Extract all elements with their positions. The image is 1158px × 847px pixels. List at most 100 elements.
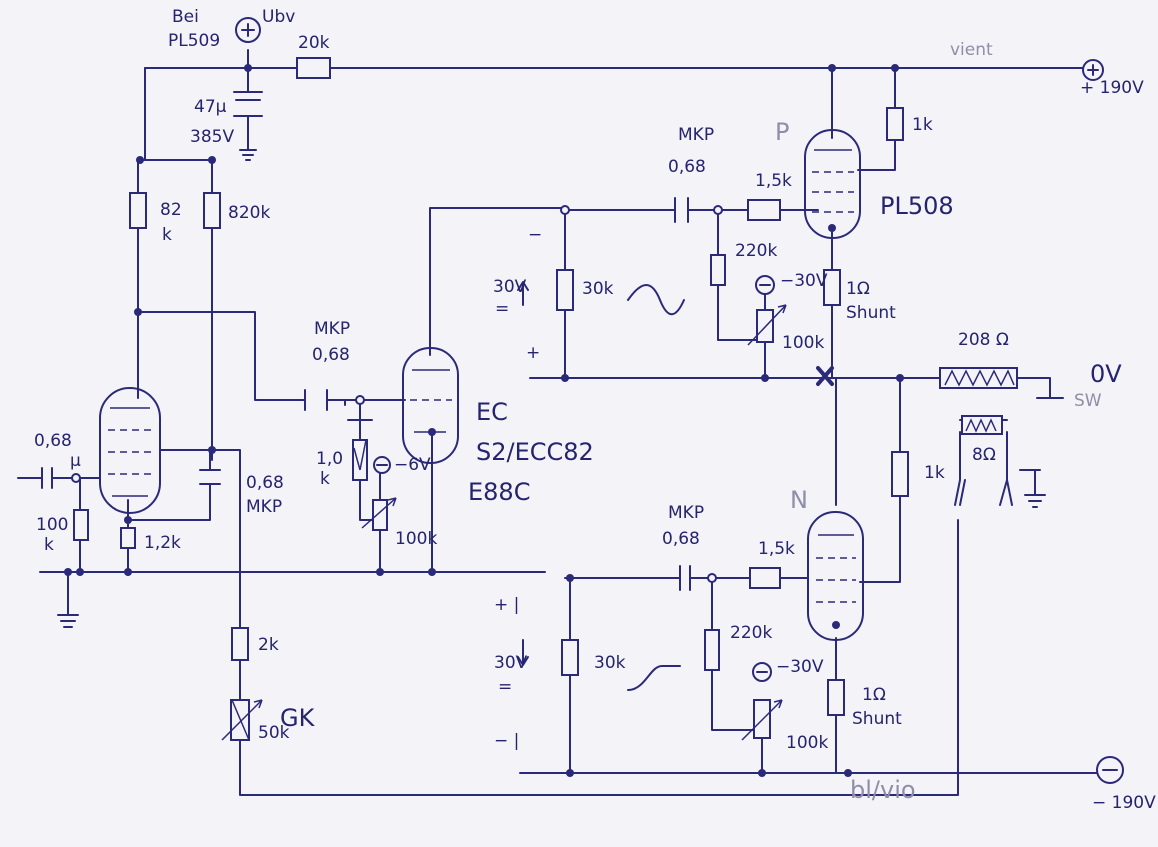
tube-pentode-input: [99, 387, 161, 514]
arrow-up-30v: [517, 281, 529, 306]
label-r-1-5k-bot: 1,5k: [758, 539, 795, 559]
resistor-1-2k: [120, 527, 136, 549]
resistor-220k-top: [710, 254, 726, 286]
label-r-1k-mid: 1k: [924, 463, 945, 483]
tubes: [99, 129, 864, 641]
labels: Bei PL509 Ubv 20k 47µ 385V vient + 190V …: [34, 7, 1156, 813]
label-c068-top: 0,68: [668, 157, 706, 177]
label-c068-bot: 0,68: [662, 529, 700, 549]
label-shunt-top: Shunt: [846, 303, 896, 323]
label-r-1ohm-top: 1Ω: [846, 279, 870, 299]
label-r-82: 82: [160, 200, 182, 220]
cap-coupling-top: [674, 197, 689, 223]
label-neg30-bot: −30V: [776, 657, 824, 677]
resistor-820k: [203, 192, 221, 229]
label-plus-top: +: [526, 343, 540, 363]
label-mkp-bot: MKP: [668, 503, 704, 523]
label-r-82-k: k: [162, 225, 172, 245]
label-gk: GK: [280, 704, 316, 732]
label-mkp-top: MKP: [678, 125, 714, 145]
cap-47u: [233, 91, 263, 117]
label-30v-bot: 30V: [494, 653, 528, 673]
label-out-0v: 0V: [1090, 360, 1122, 388]
label-r-820k: 820k: [228, 203, 270, 223]
label-bl-vio: bl/vio: [850, 776, 916, 804]
label-r-100k-top: 100k: [782, 333, 824, 353]
label-neg6v: −6V: [394, 455, 431, 475]
resistor-20k: [296, 57, 331, 79]
label-c068-mid: 0,68: [312, 345, 350, 365]
label-r-20k: 20k: [298, 33, 330, 53]
label-neg30-top: −30V: [780, 271, 828, 291]
label-r-100k-bot: 100k: [786, 733, 828, 753]
label-p: P: [775, 118, 789, 146]
label-mkp-fb: MKP: [246, 497, 282, 517]
label-pl508: PL508: [880, 192, 954, 220]
resistor-1ohm-shunt-top: [823, 269, 841, 306]
resistor-100k-input: [73, 509, 89, 541]
waveform-bot: [627, 665, 681, 691]
label-e88c: E88C: [468, 478, 530, 506]
resistors: [73, 57, 1018, 741]
label-r-208: 208 Ω: [958, 330, 1009, 350]
label-c068-in-u: µ: [70, 451, 81, 471]
label-sw: SW: [1074, 391, 1102, 411]
label-r-50k: 50k: [258, 723, 290, 743]
cap-coupling-bot: [679, 565, 691, 591]
resistor-1k-mid: [891, 451, 909, 497]
resistor-1-5k-top: [747, 199, 781, 221]
label-r-30k-bot: 30k: [594, 653, 626, 673]
label-r-1-5k-top: 1,5k: [755, 171, 792, 191]
label-plus-bot: + |: [494, 595, 519, 615]
label-c068-fb: 0,68: [246, 473, 284, 493]
label-minus-bot: − |: [494, 731, 519, 751]
tube-pl508-n: [807, 511, 864, 641]
label-vient: vient: [950, 40, 993, 60]
label-ubv: Ubv: [262, 7, 295, 27]
arrow-down-30v: [517, 639, 529, 666]
pot-100k-bias: [372, 499, 388, 531]
waveform-top: [627, 284, 685, 316]
resistor-220k-bot: [704, 629, 720, 671]
label-r-220k-top: 220k: [735, 241, 777, 261]
label-r-100k-in: 100: [36, 515, 68, 535]
resistor-1-5k-bot: [749, 567, 781, 589]
supply-symbols: [235, 17, 1124, 784]
cap-coupling-mid: [304, 389, 328, 411]
label-bei: Bei: [172, 7, 199, 27]
resistor-1k-top: [886, 107, 904, 141]
wiring: [17, 49, 1099, 796]
output-node-x: [816, 366, 834, 386]
label-30v-top: 30V: [493, 277, 527, 297]
label-pl509: PL509: [168, 31, 220, 51]
label-minus-top: −: [528, 225, 542, 245]
tube-pl508-p: [804, 129, 861, 239]
pot-100k-top: [756, 309, 774, 343]
label-r-1k-top: 1k: [912, 115, 933, 135]
label-ecc82: S2/ECC82: [476, 438, 594, 466]
label-mkp-mid: MKP: [314, 319, 350, 339]
label-ec: EC: [476, 398, 508, 426]
label-r-1ohm-bot: 1Ω: [862, 685, 886, 705]
label-30v-bot-eq: =: [498, 677, 512, 697]
label-r-8ohm: 8Ω: [972, 445, 996, 465]
resistor-30k-top: [556, 269, 574, 311]
label-r-30k-top: 30k: [582, 279, 614, 299]
label-shunt-bot: Shunt: [852, 709, 902, 729]
label-r-220k-bot: 220k: [730, 623, 772, 643]
label-r-2k: 2k: [258, 635, 279, 655]
label-bottom-supply: − 190V: [1092, 793, 1156, 813]
label-30v-top-eq: =: [495, 299, 509, 319]
label-r-1-2k: 1,2k: [144, 533, 181, 553]
label-cap-47u: 47µ: [194, 97, 227, 117]
cap-input: [41, 467, 53, 489]
cap-grid: [344, 399, 373, 421]
label-c068-in: 0,68: [34, 431, 72, 451]
tube-ecc82: [402, 347, 459, 464]
junctions: [64, 64, 904, 777]
label-top-supply: + 190V: [1080, 78, 1144, 98]
resistor-82k: [129, 192, 147, 229]
resistor-30k-bot: [561, 639, 579, 676]
